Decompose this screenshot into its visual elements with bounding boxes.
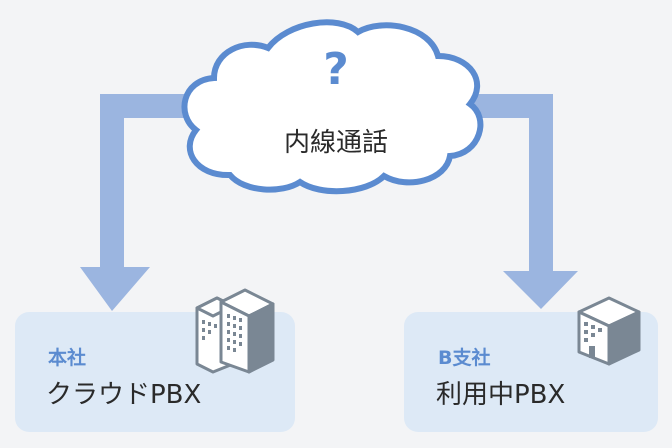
cloud-label: 内線通話 xyxy=(283,128,388,158)
arrow-to-branch-office xyxy=(430,94,578,309)
arrow-to-head-office xyxy=(80,94,240,311)
office-label: 本社 xyxy=(48,347,87,369)
question-mark-icon: ? xyxy=(323,44,349,95)
office-buildings-icon xyxy=(195,288,275,374)
cloud-shape xyxy=(181,19,484,195)
office-building-icon xyxy=(577,296,641,366)
office-label: B支社 xyxy=(438,347,491,369)
pbx-label: 利用中PBX xyxy=(436,380,566,410)
pbx-label: クラウドPBX xyxy=(46,380,202,410)
